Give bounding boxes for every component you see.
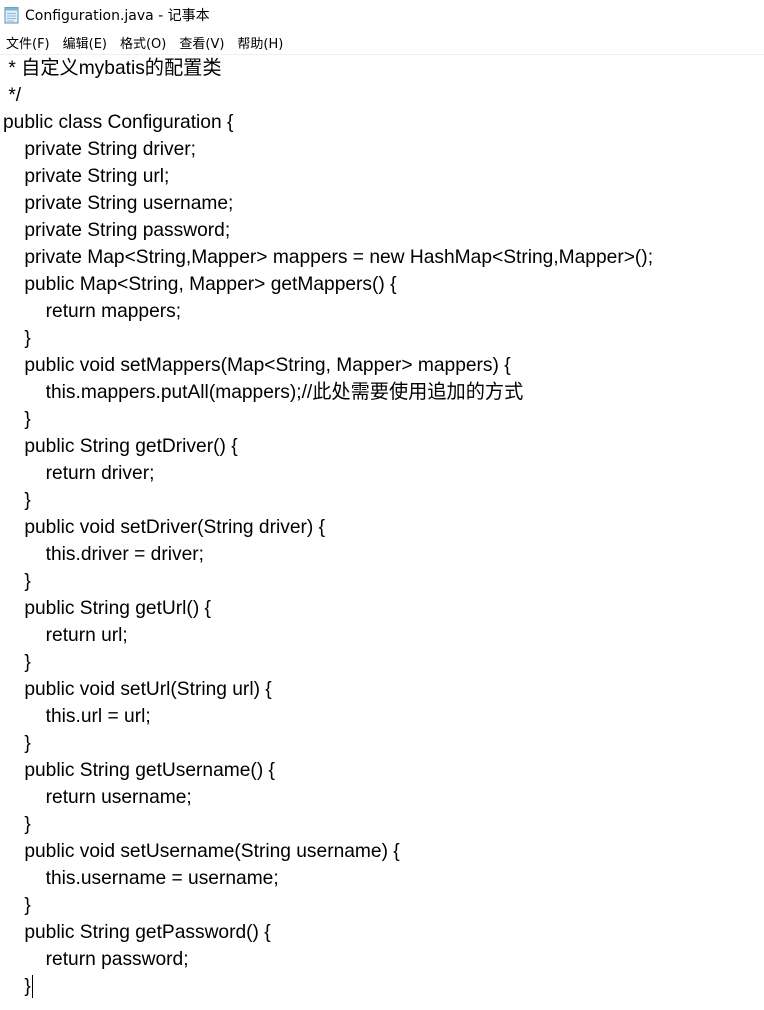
code-line: } — [3, 328, 31, 349]
code-line: * 自定义mybatis的配置类 — [3, 58, 222, 79]
code-line: this.username = username; — [3, 868, 279, 889]
code-line: } — [3, 973, 33, 1000]
code-line: return username; — [3, 787, 192, 808]
code-line: } — [3, 814, 31, 835]
code-line: public String getDriver() { — [3, 436, 238, 457]
code-line: public void setDriver(String driver) { — [3, 517, 326, 538]
code-line: } — [3, 733, 31, 754]
menu-file[interactable]: 文件(F) — [6, 36, 50, 52]
code-line: private Map<String,Mapper> mappers = new… — [3, 247, 654, 268]
title-bar[interactable]: Configuration.java - 记事本 — [0, 0, 764, 30]
code-line: public String getUsername() { — [3, 760, 275, 781]
menu-help[interactable]: 帮助(H) — [237, 36, 284, 52]
code-line: public void setUrl(String url) { — [3, 679, 272, 700]
code-line: public String getPassword() { — [3, 922, 271, 943]
notepad-icon — [4, 6, 20, 24]
code-line: return driver; — [3, 463, 155, 484]
code-line: this.url = url; — [3, 706, 151, 727]
code-line: } — [3, 652, 31, 673]
code-line: return mappers; — [3, 301, 182, 322]
closing-brace: } — [3, 976, 31, 997]
window-title: Configuration.java - 记事本 — [25, 8, 210, 24]
code-line: return url; — [3, 625, 128, 646]
code-line: public class Configuration { — [3, 112, 234, 133]
code-line: } — [3, 895, 31, 916]
code-line: public Map<String, Mapper> getMappers() … — [3, 274, 397, 295]
code-line: } — [3, 571, 31, 592]
code-line: this.mappers.putAll(mappers);//此处需要使用追加的… — [3, 382, 524, 403]
code-line: public void setMappers(Map<String, Mappe… — [3, 355, 511, 376]
menu-edit[interactable]: 编辑(E) — [62, 36, 107, 52]
code-line: private String url; — [3, 166, 170, 187]
code-line: private String password; — [3, 220, 231, 241]
menu-view[interactable]: 查看(V) — [179, 36, 225, 52]
code-line: this.driver = driver; — [3, 544, 204, 565]
code-line: } — [3, 490, 31, 511]
code-line: private String driver; — [3, 139, 197, 160]
code-line: return password; — [3, 949, 189, 970]
code-line: public void setUsername(String username)… — [3, 841, 400, 862]
menu-bar: 文件(F) 编辑(E) 格式(O) 查看(V) 帮助(H) — [0, 30, 764, 55]
code-line: */ — [3, 85, 22, 106]
code-line: } — [3, 409, 31, 430]
text-editor-area[interactable]: * 自定义mybatis的配置类 */ public class Configu… — [0, 55, 764, 1010]
code-line: private String username; — [3, 193, 234, 214]
text-caret — [31, 975, 33, 999]
code-line: public String getUrl() { — [3, 598, 211, 619]
menu-format[interactable]: 格式(O) — [119, 36, 167, 52]
